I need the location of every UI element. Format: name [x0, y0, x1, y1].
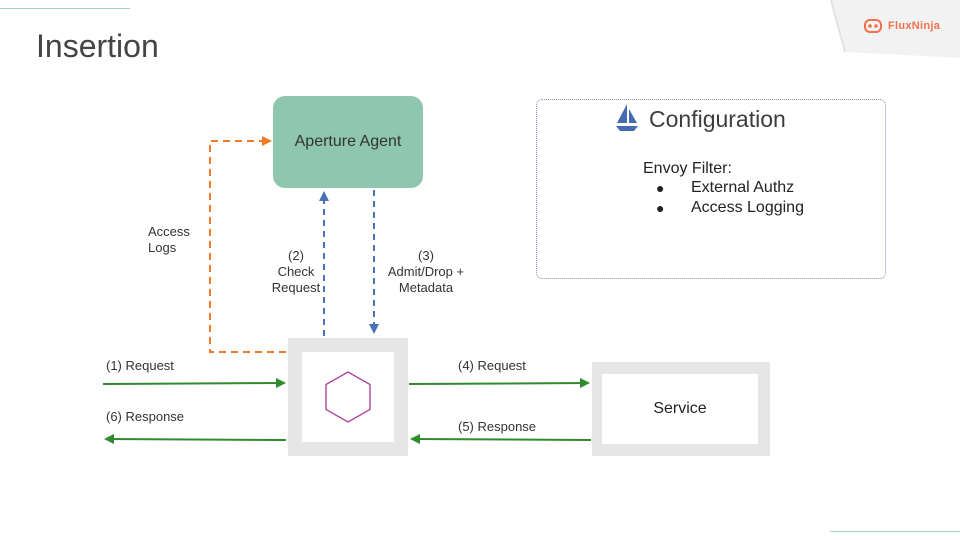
configuration-title: Configuration	[649, 106, 786, 132]
hexagon-icon	[325, 371, 371, 423]
service-label: Service	[653, 400, 707, 417]
envoy-proxy-inner	[302, 352, 394, 442]
response-back-arrow	[410, 434, 592, 445]
response-out-label: (6) Response	[106, 409, 185, 424]
bullet-icon: ●	[656, 180, 665, 196]
sailboat-icon	[616, 104, 638, 131]
bottom-accent-line	[830, 531, 960, 532]
check-request-label: (2) Check Request	[271, 248, 321, 295]
admit-drop-label: (3) Admit/Drop + Metadata	[387, 248, 465, 295]
fluxninja-logo-icon	[864, 19, 882, 33]
envoy-filter-heading: Envoy Filter:	[643, 160, 732, 177]
logo-banner	[830, 0, 960, 58]
bullet-icon: ●	[656, 200, 665, 216]
service-inner: Service	[602, 374, 758, 444]
access-logs-arrow	[209, 136, 286, 353]
configuration-panel	[536, 99, 886, 279]
config-list-item: ●	[656, 180, 664, 198]
logo-text: FluxNinja	[888, 20, 941, 32]
request-in-label: (1) Request	[106, 358, 174, 373]
config-item-label: Access Logging	[691, 199, 804, 216]
config-item-label: External Authz	[691, 179, 795, 196]
request-in-arrow	[102, 378, 286, 389]
top-accent-line	[0, 8, 130, 9]
page-title: Insertion	[36, 28, 159, 64]
config-list-item: ●	[656, 200, 664, 218]
response-back-label: (5) Response	[458, 419, 537, 434]
aperture-agent-box: Aperture Agent	[273, 96, 423, 188]
request-forward-label: (4) Request	[458, 358, 526, 373]
request-forward-arrow	[408, 378, 590, 389]
response-out-arrow	[104, 434, 287, 445]
access-logs-label: Access Logs	[148, 224, 190, 255]
aperture-agent-label: Aperture Agent	[294, 133, 402, 150]
